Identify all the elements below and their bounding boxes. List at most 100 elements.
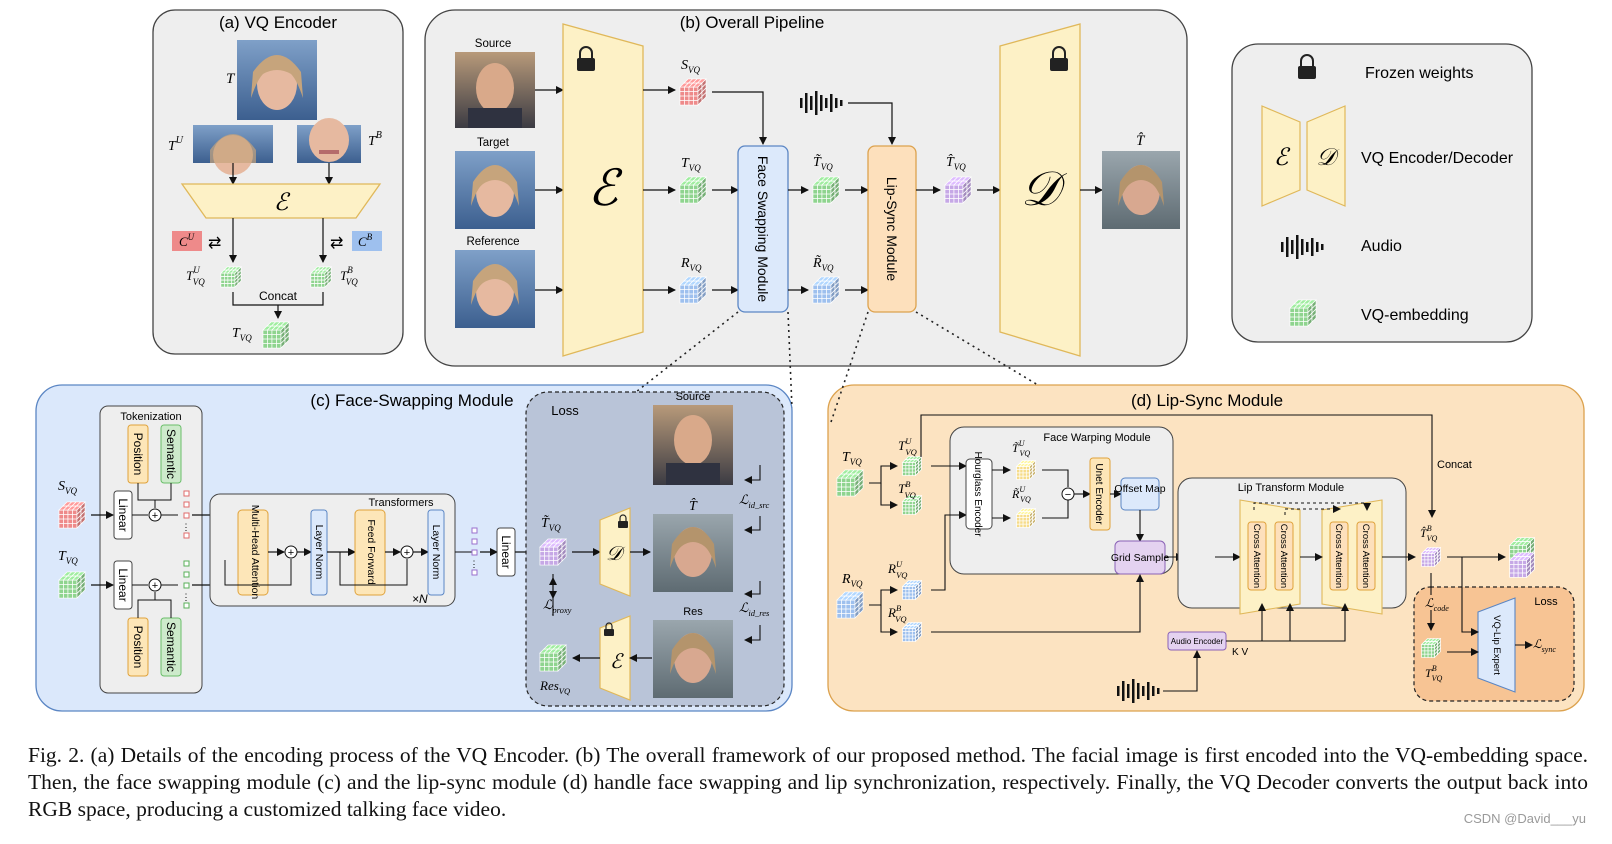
offset-map-label: Offset Map — [1114, 483, 1165, 495]
label-lcode-sub: code — [1434, 604, 1450, 613]
lock-icon-decoder-c — [618, 514, 628, 528]
audio-waveform-icon-legend — [1281, 235, 1324, 259]
face-warping-module-box — [949, 426, 1174, 575]
legend-vq-embedding-cube — [1289, 299, 1317, 327]
svg-text:T̃VQ: T̃VQ — [813, 154, 833, 172]
linear-label-out: Linear — [499, 535, 513, 568]
cube-purple-concat-out-d — [1508, 551, 1536, 579]
label-svq-b: S — [681, 58, 688, 73]
swap-icon-right: ⇄ — [330, 235, 343, 252]
lock-icon-decoder — [1050, 46, 1068, 71]
cube-green-tvq-d — [836, 469, 864, 497]
cross-attention-box-1 — [1247, 521, 1267, 591]
face-crop-bottom — [297, 118, 361, 163]
svg-text:RVQ: RVQ — [841, 572, 863, 589]
label-cu-sup: U — [188, 232, 195, 242]
grid-sample-label: Grid Sample — [1111, 552, 1170, 564]
svg-text:TVQ: TVQ — [842, 450, 862, 467]
label-ttvq-b-sub: VQ — [821, 162, 833, 172]
label-tuvq-a-sup: U — [193, 265, 200, 275]
label-rbvq-d-sup: B — [896, 603, 901, 613]
cube-green-tbvq-d — [901, 494, 923, 516]
hourglass-label: Hourglass Encoder — [972, 451, 983, 537]
svg-text:TU: TU — [168, 135, 184, 154]
cube-blue-rtvq-b — [812, 276, 840, 304]
face-image-t — [237, 40, 317, 120]
label-rtvq-b-sub: VQ — [822, 263, 834, 273]
label-svq-c: S — [58, 479, 65, 494]
cube-red-svq-b — [679, 78, 707, 106]
label-rvq-d: R — [841, 572, 851, 587]
label-tu-sup: U — [176, 135, 184, 146]
label-ttuvq-d-sup: U — [1019, 439, 1026, 448]
lip-sync-module-b — [867, 145, 917, 313]
layernorm-box-2 — [427, 509, 445, 596]
svg-text:ResVQ: ResVQ — [539, 678, 570, 696]
label-svq-b-sub: VQ — [688, 65, 700, 75]
concat-label-a: Concat — [259, 289, 298, 303]
svg-text:T̃VQ: T̃VQ — [541, 515, 561, 533]
encoder-symbol-b: ℰ — [588, 160, 623, 216]
reference-face-b — [455, 250, 535, 328]
tokenization-box — [99, 405, 203, 694]
svg-text:TVQ: TVQ — [58, 549, 78, 566]
label-lid-res-sub: id_res — [748, 608, 770, 618]
label-thbvq-d-sub: VQ — [1427, 534, 1438, 543]
encoder-block-c — [599, 615, 631, 701]
cube-green-ttvq-b — [812, 176, 840, 204]
figure-caption: Fig. 2. (a) Details of the encoding proc… — [28, 743, 1588, 821]
cross-attention-box-3 — [1329, 521, 1349, 591]
loss-label-c: Loss — [551, 403, 579, 418]
svg-text:⋮: ⋮ — [182, 592, 191, 602]
label-ruvq-d-sub: VQ — [896, 570, 907, 580]
cube-blue-ruvq-d — [901, 579, 923, 601]
label-tbvq2-d-sup: B — [1432, 664, 1437, 673]
ltm-label: Lip Transform Module — [1238, 482, 1344, 494]
label-tu: T — [168, 139, 177, 154]
source-face-b — [455, 52, 535, 128]
face-crop-upper — [193, 125, 273, 175]
mha-label: Multi-Head Attention — [249, 505, 261, 600]
label-rbvq-d-sub: VQ — [895, 614, 906, 624]
svg-text:⋮: ⋮ — [182, 522, 191, 532]
encoder-symbol-a: ℰ — [274, 190, 291, 216]
vq-encoder-block-b — [562, 23, 644, 357]
semantic-label-top: Semantic — [164, 429, 178, 479]
label-tuvq-d-sub: VQ — [905, 447, 916, 457]
cube-green-tbvq-a — [310, 266, 332, 288]
label-resvq: Res — [539, 678, 559, 693]
svg-text:TVQ: TVQ — [681, 156, 701, 173]
linear-label-bottom: Linear — [116, 568, 130, 601]
label-tvq-a-sub: VQ — [240, 333, 252, 343]
label-tbvq-a-sub: VQ — [346, 277, 358, 287]
layernorm-label-2: Layer Norm — [430, 525, 442, 580]
cube-purple-thbvq-d — [1420, 546, 1442, 568]
hourglass-encoder-box — [965, 458, 993, 530]
fwm-label: Face Warping Module — [1043, 432, 1150, 444]
label-cu: C — [179, 234, 188, 249]
label-rvq-d-sub: VQ — [851, 579, 863, 589]
res-label-c: Res — [683, 606, 703, 618]
label-thbvq-d-sup: B — [1427, 524, 1432, 533]
label-tvq-b: T — [681, 156, 690, 171]
svg-text:−: − — [1065, 489, 1071, 501]
cube-yellow-rtuvq-d — [1015, 507, 1037, 529]
cube-green-tuvq-a — [220, 266, 242, 288]
label-rtuvq-d-sub: VQ — [1020, 495, 1031, 504]
label-lproxy-sub: proxy — [551, 605, 571, 615]
svg-text:+: + — [152, 580, 158, 592]
codebook-cu — [172, 231, 202, 251]
panel-legend — [1231, 43, 1533, 343]
svg-text:RVQ: RVQ — [680, 256, 702, 273]
label-tvq-a: T — [232, 326, 241, 341]
svg-text:SVQ: SVQ — [58, 479, 77, 496]
cross-attn-label-4: Cross Attention — [1360, 524, 1371, 588]
legend-audio-label: Audio — [1361, 238, 1402, 255]
label-that-c: T̂ — [689, 498, 698, 514]
token-dots-purple — [471, 527, 478, 576]
label-lsync: ℒ — [1533, 637, 1542, 651]
svg-text:TVQ: TVQ — [232, 326, 252, 343]
